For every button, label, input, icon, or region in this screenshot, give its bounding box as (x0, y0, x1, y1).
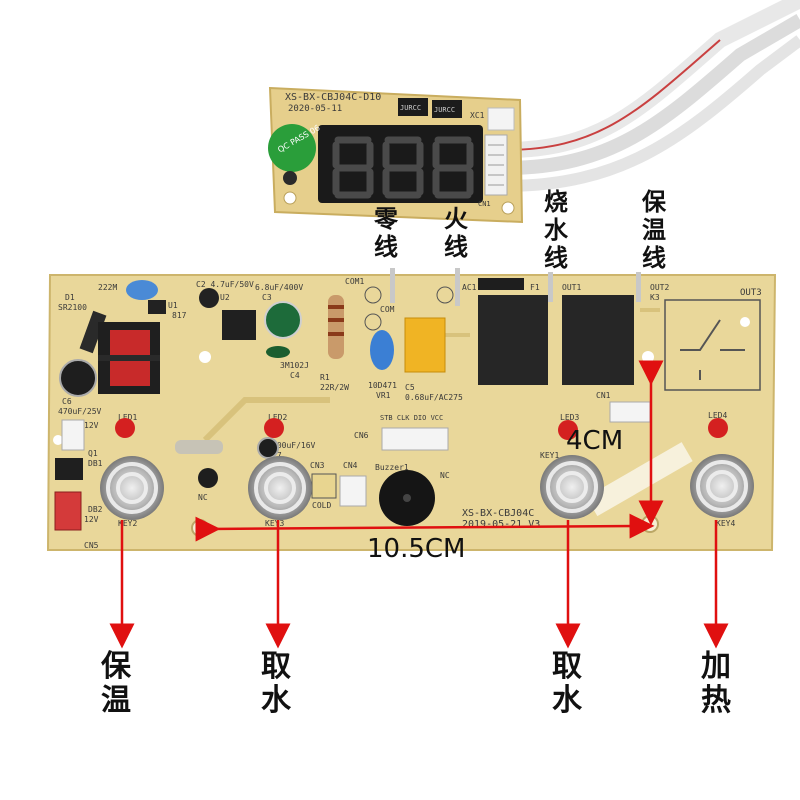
svg-text:3M102J: 3M102J (280, 361, 309, 370)
boil-wire-label: 烧 水 线 (544, 188, 568, 272)
svg-text:D1: D1 (65, 293, 75, 302)
display-date-text: 2020-05-11 (288, 104, 342, 114)
svg-text:C2 4.7uF/50V: C2 4.7uF/50V (196, 280, 254, 289)
svg-text:COM1: COM1 (345, 277, 364, 286)
svg-text:DB2: DB2 (88, 505, 103, 514)
ribbon-cable (504, 0, 800, 192)
buzzer-component (398, 98, 428, 116)
svg-text:Q1: Q1 (88, 449, 98, 458)
width-dimension-arrow (195, 513, 655, 542)
svg-text:COLD: COLD (312, 501, 331, 510)
svg-text:VR1: VR1 (376, 391, 391, 400)
main-model-text: XS-BX-CBJ04C (462, 508, 534, 519)
svg-text:K3: K3 (650, 293, 660, 302)
svg-text:LED1: LED1 (118, 413, 137, 422)
display-board: XS-BX-CBJ04C-D10 2020-05-11 JURCC JURCC … (268, 86, 524, 224)
dispense-water-label-1: 取 水 (261, 649, 291, 718)
svg-text:12V: 12V (84, 515, 99, 524)
height-dimension-text: 4CM (566, 426, 624, 456)
width-dimension-text: 10.5CM (367, 534, 466, 564)
svg-text:C7: C7 (272, 451, 282, 460)
svg-text:LED2: LED2 (268, 413, 287, 422)
neutral-wire-label: 零 线 (374, 205, 398, 261)
svg-text:OUT1: OUT1 (562, 283, 581, 292)
buzzer-component-2 (432, 100, 462, 118)
jurcc-mark-1: JURCC (400, 104, 421, 112)
svg-text:COM: COM (380, 305, 395, 314)
out3-label: OUT3 (740, 288, 762, 298)
svg-text:12V: 12V (84, 421, 99, 430)
svg-text:KEY3: KEY3 (265, 519, 284, 528)
keep-warm-label: 保 温 (101, 649, 131, 718)
svg-text:OUT2: OUT2 (650, 283, 669, 292)
svg-text:KEY1: KEY1 (540, 451, 559, 460)
svg-text:U1: U1 (168, 301, 178, 310)
svg-text:CN3: CN3 (310, 461, 325, 470)
svg-text:LED3: LED3 (560, 413, 579, 422)
svg-text:C6: C6 (62, 397, 72, 406)
svg-text:SR2100: SR2100 (58, 303, 87, 312)
svg-text:U2: U2 (220, 293, 230, 302)
relay-2 (562, 295, 634, 385)
keepwarm-wire-label: 保 温 线 (642, 188, 666, 272)
live-wire-label: 火 线 (444, 205, 468, 261)
svg-text:LED4: LED4 (708, 411, 727, 420)
svg-text:C3: C3 (262, 293, 272, 302)
svg-text:STB CLK DIO VCC: STB CLK DIO VCC (380, 414, 443, 422)
svg-text:10D471: 10D471 (368, 381, 397, 390)
svg-text:C4: C4 (290, 371, 300, 380)
svg-text:NC: NC (440, 471, 450, 480)
svg-text:KEY4: KEY4 (716, 519, 735, 528)
jurcc-mark-2: JURCC (434, 106, 455, 114)
dispense-water-label-2: 取 水 (552, 649, 582, 718)
svg-text:CN6: CN6 (354, 431, 369, 440)
svg-text:222M: 222M (98, 283, 117, 292)
svg-text:817: 817 (172, 311, 187, 320)
spring-key2 (100, 456, 164, 520)
svg-text:22R/2W: 22R/2W (320, 383, 349, 392)
display-cn-label: CN1 (478, 200, 491, 208)
qc-pass-sticker (268, 124, 316, 172)
svg-text:AC1: AC1 (462, 283, 477, 292)
spring-key1 (540, 455, 604, 519)
svg-text:470uF/25V: 470uF/25V (58, 407, 102, 416)
relay-1 (478, 295, 548, 385)
svg-text:C5: C5 (405, 383, 415, 392)
svg-text:Buzzer1: Buzzer1 (375, 463, 409, 472)
annotation-arrows (109, 360, 729, 649)
svg-text:CN1: CN1 (596, 391, 611, 400)
svg-text:CN5: CN5 (84, 541, 99, 550)
svg-text:F1: F1 (530, 283, 540, 292)
svg-text:0.68uF/AC275: 0.68uF/AC275 (405, 393, 463, 402)
svg-text:DB1: DB1 (88, 459, 103, 468)
svg-text:R1: R1 (320, 373, 330, 382)
xc-label: XC1 (470, 111, 485, 120)
svg-text:CN4: CN4 (343, 461, 358, 470)
spring-key4 (690, 454, 754, 518)
display-model-text: XS-BX-CBJ04C-D10 (285, 92, 381, 103)
heat-label: 加 热 (701, 649, 731, 718)
main-board: OUT3 SR2100 D1 222M C2 4.7uF/50V U1 817 … (46, 268, 777, 551)
svg-text:6.8uF/400V: 6.8uF/400V (255, 283, 303, 292)
seven-segment-display (318, 125, 483, 203)
svg-text:KEY2: KEY2 (118, 519, 137, 528)
spring-key3 (248, 456, 312, 520)
svg-text:100uF/16V: 100uF/16V (272, 441, 316, 450)
svg-text:NC: NC (198, 493, 208, 502)
